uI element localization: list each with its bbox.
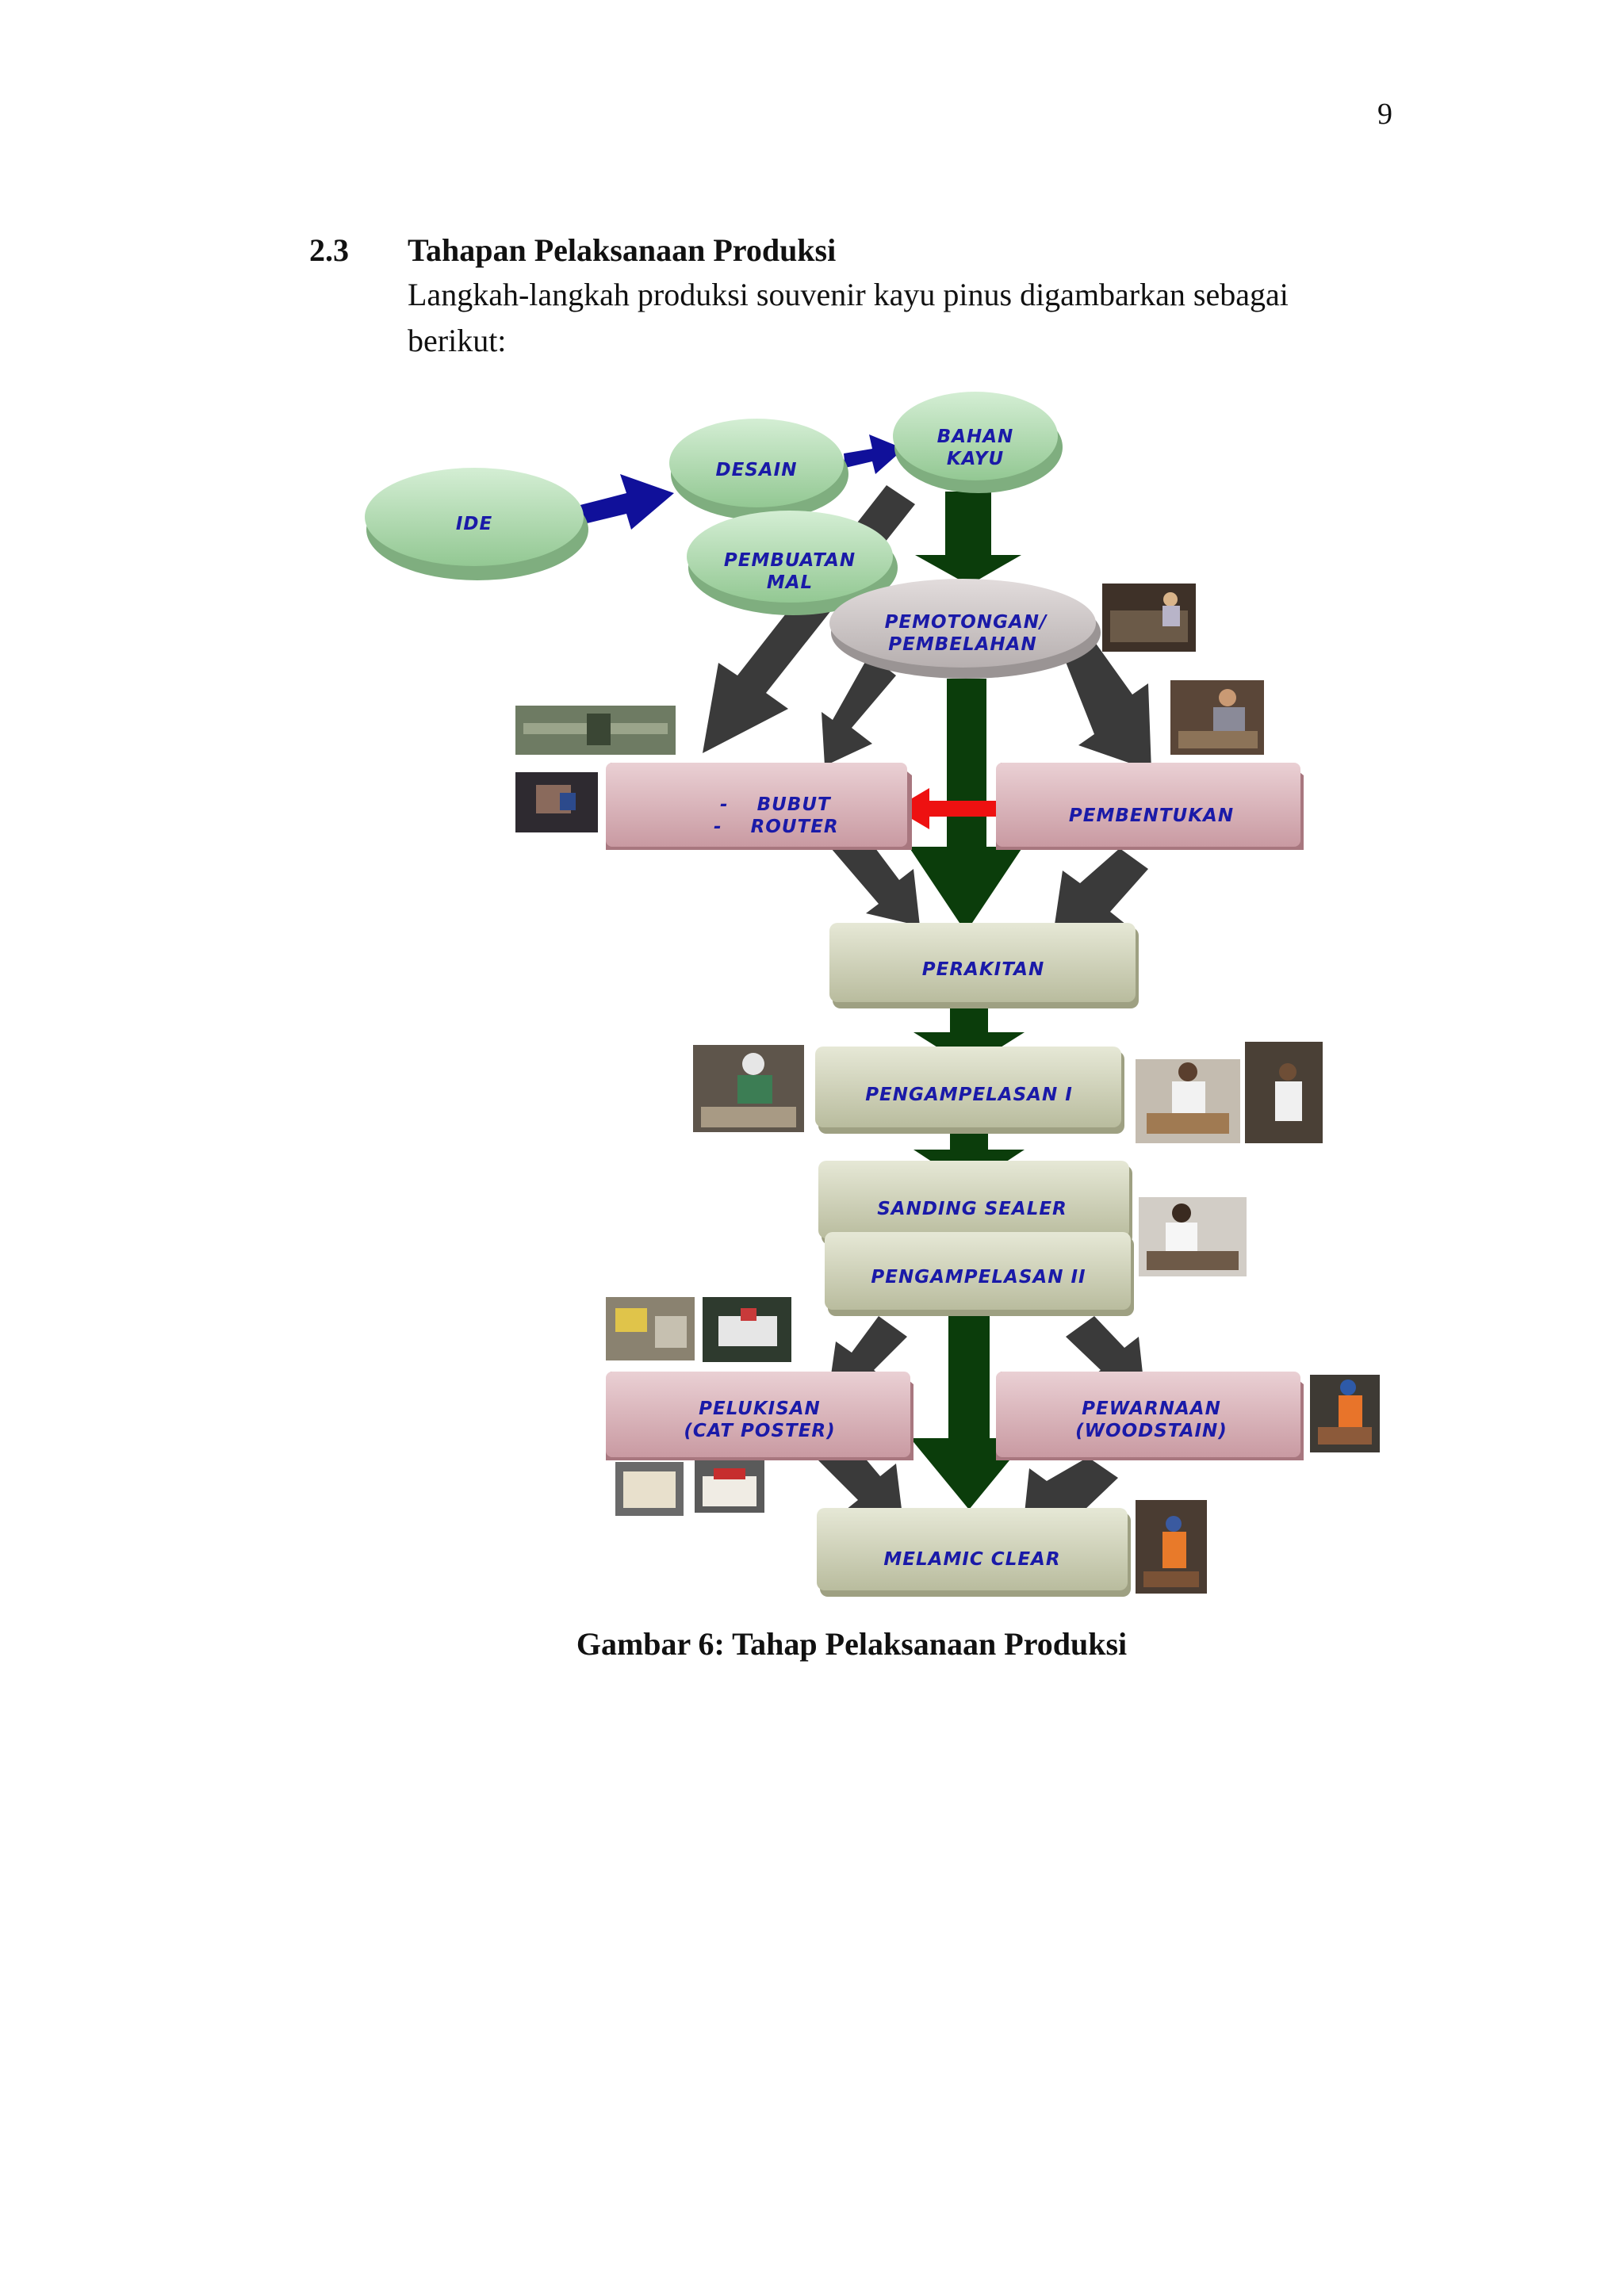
arrow-desain-to-bahan <box>844 434 904 474</box>
photo-sanding <box>1139 1197 1247 1276</box>
node-pembuatan-mal: PEMBUATAN MAL <box>687 511 898 615</box>
node-pewarnaan: PEWARNAAN (WOODSTAIN) <box>996 1372 1304 1460</box>
photo-pembentukan <box>1170 680 1264 755</box>
node-bubut-label-2: - ROUTER <box>714 817 839 837</box>
node-pembentukan: PEMBENTUKAN <box>996 763 1304 850</box>
node-pewarnaan-label-2: (WOODSTAIN) <box>1075 1421 1228 1441</box>
node-desain: DESAIN <box>669 419 848 520</box>
node-pengampelasan2-label: PENGAMPELASAN II <box>871 1267 1086 1288</box>
photo-pengampelasan1-left <box>693 1045 804 1132</box>
node-desain-label: DESAIN <box>716 460 798 480</box>
section-number: 2.3 <box>309 232 349 268</box>
arrow-bubut-to-perakitan <box>831 829 920 926</box>
node-pelukisan-label-2: (CAT POSTER) <box>684 1421 835 1441</box>
arrow-pembentukan-to-perakitan <box>1055 848 1148 924</box>
node-pelukisan-label-1: PELUKISAN <box>699 1399 821 1419</box>
node-bubut-router: - BUBUT - ROUTER <box>606 763 912 850</box>
node-pengampelasan1-label: PENGAMPELASAN I <box>865 1085 1073 1105</box>
arrow-perakitan-to-pengampelasan1 <box>914 1007 1025 1067</box>
arrow-pemotongan-to-pembentukan <box>1064 639 1151 771</box>
node-ide-label: IDE <box>456 514 492 534</box>
section-title: Tahapan Pelaksanaan Produksi <box>408 232 837 268</box>
node-ide: IDE <box>365 468 588 580</box>
node-pengampelasan2: PENGAMPELASAN II <box>825 1232 1134 1316</box>
photo-machine-2 <box>515 772 598 832</box>
node-perakitan: PERAKITAN <box>829 923 1139 1008</box>
section-heading: 2.3 Tahapan Pelaksanaan Produksi <box>309 232 1340 269</box>
node-sanding-label: SANDING SEALER <box>877 1199 1067 1219</box>
node-melamic-clear: MELAMIC CLEAR <box>817 1508 1131 1597</box>
photo-melamic <box>1136 1500 1207 1594</box>
node-pemotongan: PEMOTONGAN/ PEMBELAHAN <box>829 579 1101 679</box>
photo-machine-1 <box>515 706 676 755</box>
photo-pelukisan-bottom-a <box>615 1462 684 1516</box>
photo-pelukisan-top-a <box>606 1297 695 1360</box>
arrow-pemotongan-to-bubut <box>822 655 896 766</box>
node-pewarnaan-label-1: PEWARNAAN <box>1082 1399 1221 1419</box>
node-perakitan-label: PERAKITAN <box>922 959 1044 980</box>
node-pembuatan-label-1: PEMBUATAN <box>724 550 856 571</box>
photo-pelukisan-bottom-b <box>695 1460 764 1513</box>
arrow-pengampelasan1-to-sanding <box>914 1132 1025 1186</box>
photo-pemotongan <box>1102 584 1196 652</box>
node-bahan-label-1: BAHAN <box>937 427 1014 447</box>
node-bahan-label-2: KAYU <box>947 449 1004 469</box>
intro-line-2: berikut: <box>408 323 507 358</box>
intro-line-1: Langkah-langkah produksi souvenir kayu p… <box>408 277 1289 312</box>
node-pengampelasan1: PENGAMPELASAN I <box>815 1047 1124 1134</box>
arrow-bahan-to-pemotongan <box>915 492 1021 585</box>
node-sanding-sealer: SANDING SEALER <box>818 1161 1132 1245</box>
photo-pelukisan-top-b <box>703 1297 791 1362</box>
arrow-ide-to-desain <box>571 474 674 530</box>
page-number: 9 <box>1377 98 1392 131</box>
node-bubut-label-1: - BUBUT <box>720 794 832 815</box>
photo-pengampelasan1-right-b <box>1245 1042 1323 1143</box>
arrow-pembentukan-to-bubut <box>894 788 1013 829</box>
node-pemotongan-label-1: PEMOTONGAN/ <box>885 612 1048 633</box>
node-bahan-kayu: BAHAN KAYU <box>893 392 1063 493</box>
node-pembentukan-label: PEMBENTUKAN <box>1069 806 1234 826</box>
section: 2.3 Tahapan Pelaksanaan Produksi Langkah… <box>309 232 1340 364</box>
node-pemotongan-label-2: PEMBELAHAN <box>888 634 1036 655</box>
node-pelukisan: PELUKISAN (CAT POSTER) <box>606 1372 914 1460</box>
photo-pewarnaan <box>1310 1375 1380 1452</box>
section-intro: Langkah-langkah produksi souvenir kayu p… <box>408 272 1335 364</box>
photo-pengampelasan1-right-a <box>1136 1059 1240 1143</box>
node-melamic-label: MELAMIC CLEAR <box>883 1549 1060 1570</box>
node-pembuatan-label-2: MAL <box>767 572 813 593</box>
figure-caption: Gambar 6: Tahap Pelaksanaan Produksi <box>576 1626 1128 1662</box>
